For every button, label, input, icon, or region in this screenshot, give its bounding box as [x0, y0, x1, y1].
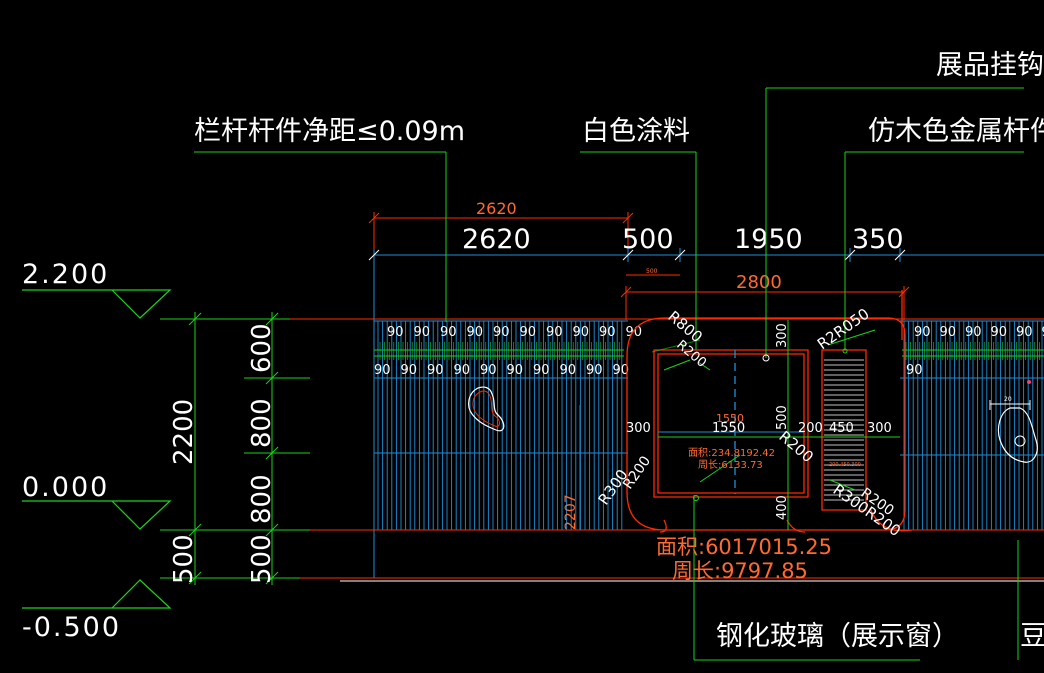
railing-spacing-value: 90: [599, 325, 616, 340]
decorative-blob-left: [468, 386, 505, 432]
level-markers: [22, 289, 172, 609]
dim-window-1550-red: 1550: [716, 412, 744, 425]
right-blob-hole: [1014, 435, 1026, 447]
level-bottom: -0.500: [22, 612, 121, 643]
railing-spacing-value: 90: [387, 325, 404, 340]
dim-window-2207: 2207: [563, 494, 579, 530]
callout-exhibit-hook: 展品挂钩: [936, 50, 1044, 81]
railing-spacing-labels: 90 90 90 90 90 90 90 90 90 90 90 90 90 90 90 90 90 90 90 90…: [374, 325, 1044, 378]
railing-spacing-value: 90: [1016, 325, 1033, 340]
dim-top-350: 350: [852, 224, 904, 255]
dim-small-500: 500: [646, 268, 658, 275]
hook-point: [762, 354, 770, 362]
left-dim-lines: [160, 312, 310, 585]
dim-top-1950: 1950: [734, 224, 803, 255]
callout-right-cut: 豆: [1020, 621, 1044, 652]
railing-spacing-value: 90: [520, 325, 537, 340]
railing-spacing-value: 90: [560, 363, 577, 378]
dim-window-400: 400: [775, 495, 790, 520]
railing-bars: [377, 321, 1043, 530]
callout-railing-spacing: 栏杆杆件净距≤0.09m: [194, 116, 465, 147]
dim-left-800b: 800: [247, 474, 277, 524]
railing-spacing-value: 90: [374, 363, 391, 378]
post-hatch: [824, 359, 864, 501]
railing-spacing-value: 90: [573, 325, 590, 340]
callout-wood-metal: 仿木色金属杆件: [868, 116, 1044, 147]
railing-spacing-value: 90: [626, 325, 643, 340]
railing-spacing-value: 90: [467, 325, 484, 340]
callout-tempered-glass: 钢化玻璃（展示窗）: [716, 621, 959, 652]
dim-window-200: 200: [798, 421, 823, 436]
dim-left-2200: 2200: [169, 399, 199, 465]
metal-point: [842, 348, 848, 354]
dim-left-800a: 800: [247, 398, 277, 448]
dim-top-2620-red: 2620: [476, 199, 517, 218]
dim-window-300-right: 300: [867, 421, 892, 436]
window-blue-dims: [579, 405, 804, 530]
dim-window-1550: 1550: [712, 421, 745, 436]
railing-spacing-value: 90: [454, 363, 471, 378]
inner-perimeter: 周长:6133.73: [698, 459, 763, 471]
railing-spacing-value: 90: [906, 363, 923, 378]
railing-top-band: [374, 349, 1044, 357]
railing-spacing-value: 90: [914, 325, 931, 340]
dim-left-600: 600: [247, 323, 277, 373]
total-perimeter: 周长:9797.85: [672, 559, 808, 583]
railing-spacing-value: 90: [493, 325, 510, 340]
radius-r2r050: R2R050: [814, 305, 873, 354]
total-area: 面积:6017015.25: [656, 535, 832, 559]
railing-spacing-value: 90: [586, 363, 603, 378]
callout-white-paint: 白色涂料: [582, 116, 690, 147]
top-red-dims: [368, 212, 910, 320]
window-frame: [626, 290, 913, 533]
railing-spacing-value: 90: [965, 325, 982, 340]
decorative-blob-left-inner: [472, 390, 500, 427]
railing-spacing-value: 90: [507, 363, 524, 378]
level-lines: [160, 318, 1044, 579]
top-white-ticks: [368, 249, 906, 261]
railing-spacing-value: 90: [546, 325, 563, 340]
dim-top-500: 500: [622, 224, 674, 255]
dim-window-300-left: 300: [626, 421, 651, 436]
level-top: 2.200: [22, 259, 109, 290]
right-marker-dot: [1027, 380, 1031, 384]
inner-small-label: 200.450.300: [829, 462, 861, 468]
dim-overall-2800: 2800: [736, 272, 782, 293]
railing-spacing-value: 90: [1042, 325, 1044, 340]
dim-right-blob: 20: [1004, 396, 1012, 403]
railing-spacing-value: 90: [613, 363, 630, 378]
glass-point: [693, 495, 699, 501]
dim-window-500: 500: [775, 405, 790, 430]
decorative-blob-right: [997, 407, 1038, 463]
railing-spacing-value: 90: [533, 363, 550, 378]
railing-spacing-value: 90: [480, 363, 497, 378]
railing-spacing-value: 90: [991, 325, 1008, 340]
dim-left-500b: 500: [247, 534, 277, 584]
railing-spacing-value: 90: [427, 363, 444, 378]
window-green-dims: [194, 87, 1024, 661]
inner-area: 面积:234.8192.42: [688, 447, 775, 459]
dim-window-300-top: 300: [775, 323, 790, 348]
dim-window-450: 450: [829, 421, 854, 436]
railing-spacing-value: 90: [401, 363, 418, 378]
dim-top-2620: 2620: [462, 224, 531, 255]
dim-left-500: 500: [169, 534, 199, 584]
right-blob-dim: [989, 400, 1031, 410]
railing-spacing-value: 90: [440, 325, 457, 340]
level-zero: 0.000: [22, 472, 109, 503]
railing-spacing-value: 90: [940, 325, 957, 340]
railing-spacing-value: 90: [414, 325, 431, 340]
